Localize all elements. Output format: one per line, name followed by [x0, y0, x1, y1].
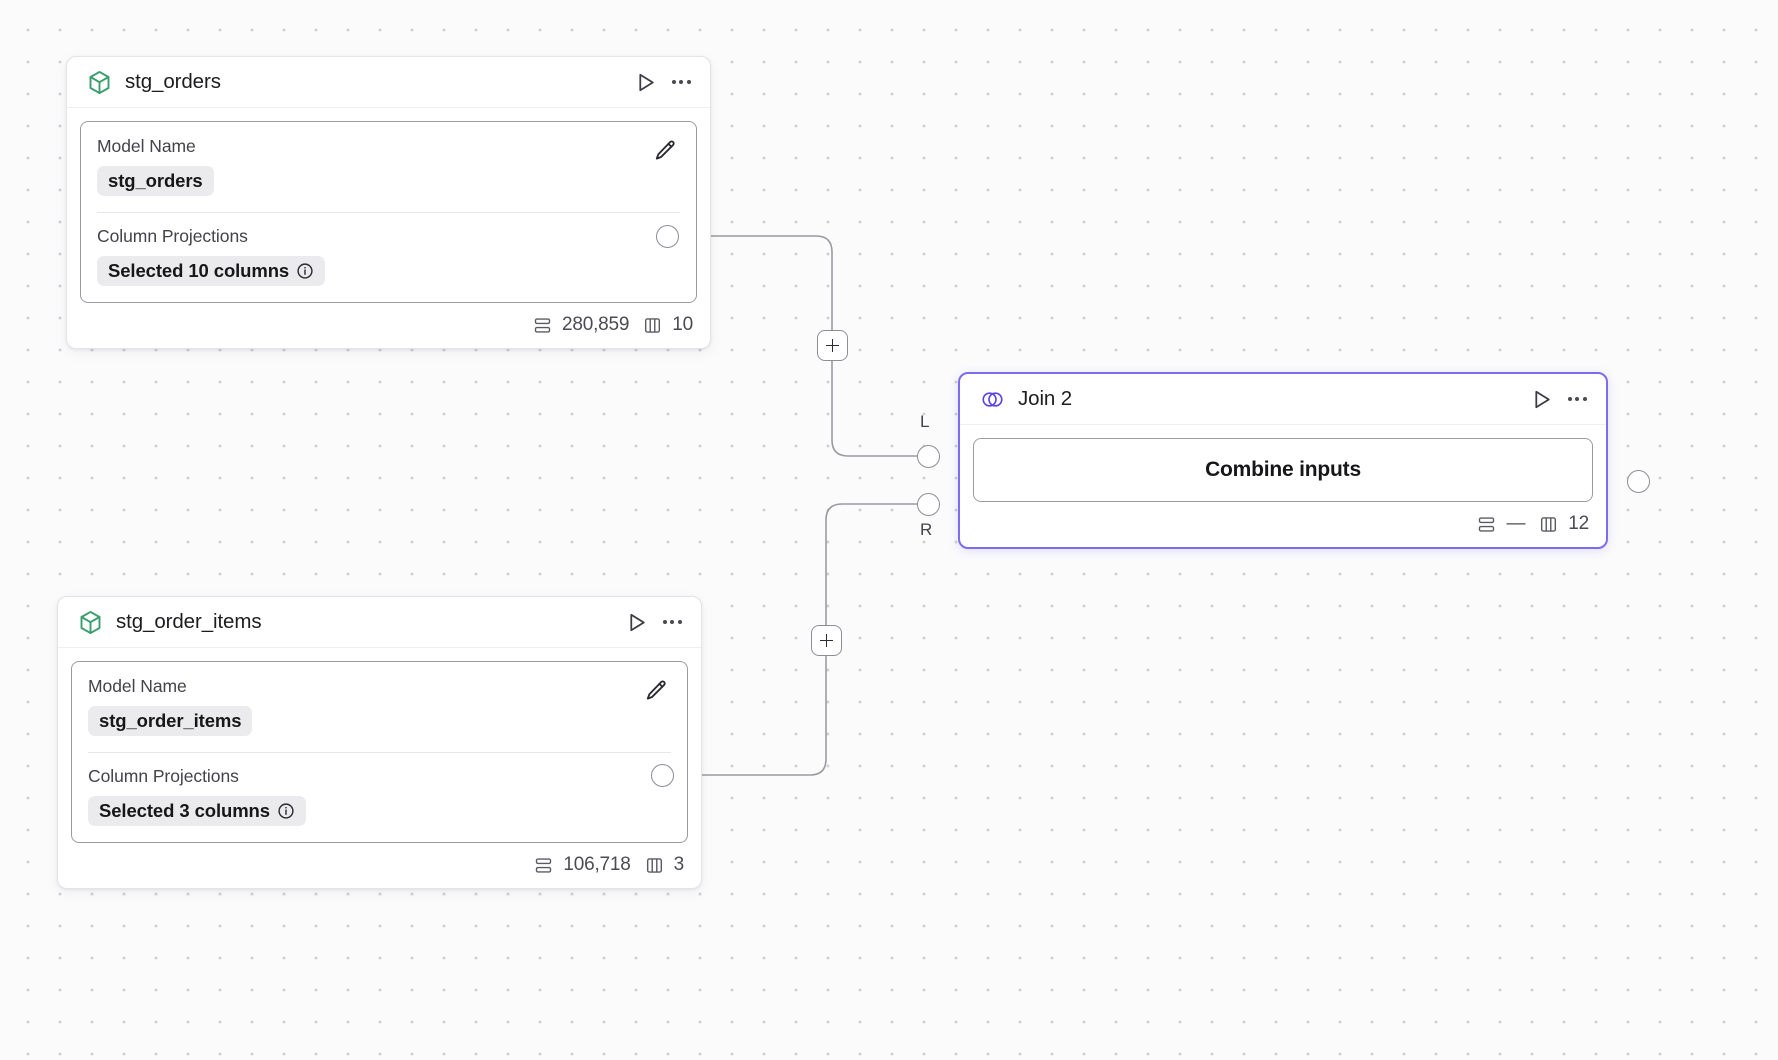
node-header: stg_orders	[67, 57, 710, 108]
model-name-value: stg_order_items	[99, 710, 242, 731]
column-projections-value: Selected 10 columns	[108, 260, 290, 281]
panel-divider	[88, 752, 671, 753]
more-options-icon[interactable]	[1566, 391, 1589, 407]
run-play-icon[interactable]	[1529, 387, 1554, 412]
row-count-stat: —	[1476, 513, 1525, 535]
row-count-value: 280,859	[561, 314, 630, 335]
input-port-label-l: L	[920, 412, 930, 431]
column-projections-chip[interactable]: Selected 10 columns	[97, 256, 326, 286]
model-config-panel: Model Name stg_orders Column Pro	[80, 121, 697, 303]
run-play-icon[interactable]	[624, 610, 649, 635]
column-projections-label: Column Projections	[88, 766, 239, 786]
column-projections-label: Column Projections	[97, 226, 248, 246]
model-name-row: Model Name stg_order_items	[88, 676, 671, 736]
node-title: stg_order_items	[116, 610, 262, 633]
row-count-stat: 280,859	[532, 314, 629, 336]
column-count-value: 10	[672, 314, 693, 335]
column-projections-value: Selected 3 columns	[99, 800, 270, 821]
model-name-chip[interactable]: stg_orders	[97, 166, 214, 196]
column-projections-chip[interactable]: Selected 3 columns	[88, 796, 306, 826]
node-body: Model Name stg_order_items Colum	[58, 648, 701, 843]
model-name-chip[interactable]: stg_order_items	[88, 706, 253, 736]
combine-inputs-button[interactable]: Combine inputs	[973, 438, 1593, 502]
row-count-stat: 106,718	[533, 854, 631, 876]
add-node-on-edge-button-2[interactable]	[811, 625, 842, 656]
column-count-value: 12	[1568, 513, 1589, 534]
node-title: stg_orders	[125, 70, 221, 93]
column-projections-row: Column Projections Selected 3 columns	[88, 766, 671, 826]
rows-icon	[533, 855, 554, 876]
node-footer: 280,859 10	[67, 303, 710, 348]
columns-icon	[644, 855, 665, 876]
edit-pencil-icon[interactable]	[641, 676, 671, 706]
column-count-stat: 10	[642, 314, 693, 336]
output-port-stg-order-items[interactable]	[651, 764, 674, 787]
model-name-value: stg_orders	[108, 170, 203, 191]
more-options-icon[interactable]	[661, 614, 684, 630]
model-config-panel: Model Name stg_order_items Colum	[71, 661, 688, 843]
node-header: Join 2	[960, 374, 1606, 425]
edge-path-order-items-to-join-r	[664, 503, 918, 776]
input-port-l-join-2[interactable]	[917, 445, 940, 468]
info-icon[interactable]	[296, 262, 314, 280]
rows-icon	[1476, 514, 1497, 535]
model-name-row: Model Name stg_orders	[97, 136, 680, 196]
output-port-join-2[interactable]	[1627, 470, 1650, 493]
columns-icon	[1538, 514, 1559, 535]
columns-icon	[642, 315, 663, 336]
run-play-icon[interactable]	[633, 70, 658, 95]
node-title: Join 2	[1018, 387, 1073, 410]
node-stg-order-items[interactable]: stg_order_items Model Name stg_order_ite…	[57, 596, 702, 889]
node-body: Model Name stg_orders Column Pro	[67, 108, 710, 303]
more-options-icon[interactable]	[670, 74, 693, 90]
model-name-label: Model Name	[88, 676, 187, 696]
row-count-value: —	[1506, 513, 1526, 534]
node-footer: 106,718 3	[58, 843, 701, 888]
node-footer: — 12	[960, 502, 1606, 547]
node-body: Combine inputs	[960, 425, 1606, 502]
row-count-value: 106,718	[563, 854, 631, 875]
column-count-value: 3	[673, 854, 685, 875]
column-count-stat: 12	[1538, 513, 1589, 535]
node-join-2[interactable]: Join 2 Combine inputs	[958, 372, 1608, 549]
input-port-r-join-2[interactable]	[917, 493, 940, 516]
cube-icon	[86, 69, 113, 96]
cube-icon	[77, 609, 104, 636]
node-header: stg_order_items	[58, 597, 701, 648]
venn-icon	[979, 386, 1006, 413]
column-projections-row: Column Projections Selected 10 columns	[97, 226, 680, 286]
column-count-stat: 3	[644, 854, 684, 876]
output-port-stg-orders[interactable]	[656, 225, 679, 248]
node-stg-orders[interactable]: stg_orders Model Name stg_orders	[66, 56, 711, 349]
add-node-on-edge-button-1[interactable]	[817, 330, 848, 361]
rows-icon	[532, 315, 553, 336]
input-port-label-r: R	[920, 520, 933, 539]
panel-divider	[97, 212, 680, 213]
edit-pencil-icon[interactable]	[650, 136, 680, 166]
model-name-label: Model Name	[97, 136, 196, 156]
info-icon[interactable]	[277, 802, 295, 820]
